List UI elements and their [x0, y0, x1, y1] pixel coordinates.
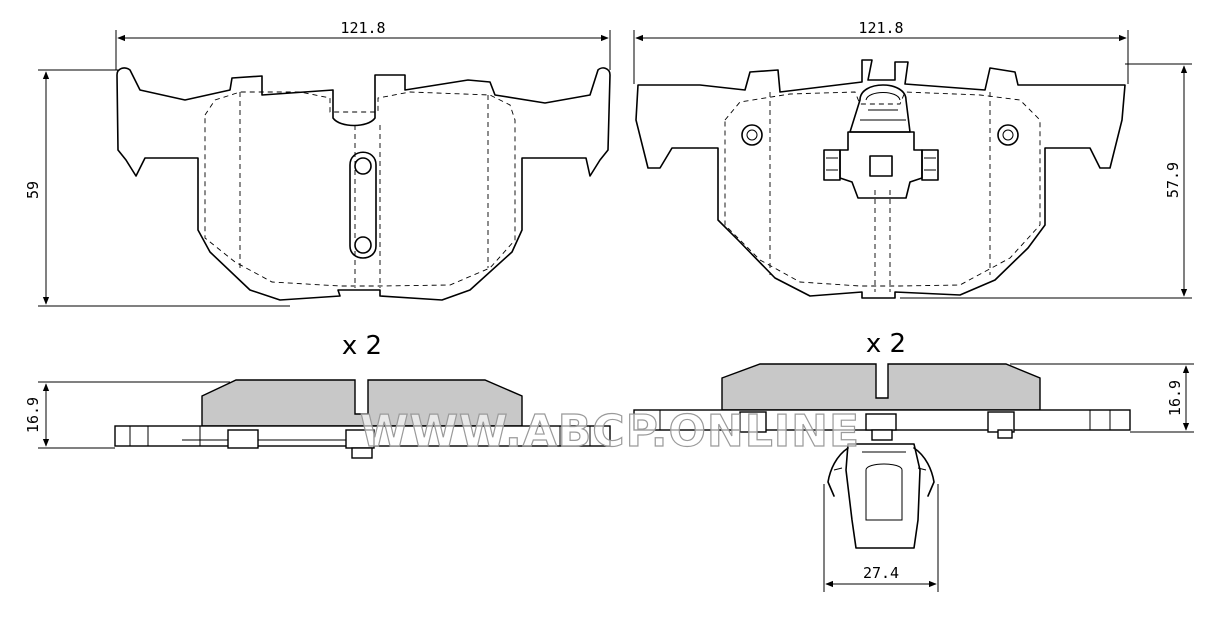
right-quantity-label: x 2: [866, 329, 906, 359]
left-width-label: 121.8: [340, 19, 385, 37]
right-width-label: 121.8: [858, 19, 903, 37]
clip-width-label: 27.4: [863, 564, 899, 582]
left-quantity-label: x 2: [342, 331, 382, 361]
right-pad-side-view: [633, 363, 1131, 549]
right-pad-front-view: [635, 59, 1126, 299]
left-pad-side-view: [114, 379, 611, 459]
right-height-label: 57.9: [1164, 162, 1182, 198]
right-thickness-label: 16.9: [1166, 380, 1184, 416]
dimension-lines: [38, 30, 1194, 592]
left-height-label: 59: [24, 181, 42, 199]
left-pad-front-view: [116, 67, 611, 301]
left-thickness-label: 16.9: [24, 397, 42, 433]
watermark-text: WWW.ABCP.ONLINE: [360, 406, 860, 457]
